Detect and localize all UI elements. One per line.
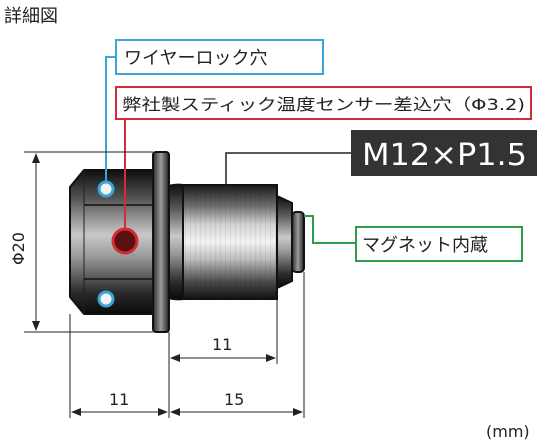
sensor-label: 弊社製スティック温度センサー差込穴（Φ3.2) [122, 95, 525, 114]
thread-spec-label: M12×P1.5 [362, 138, 527, 173]
thread-length-dimension [170, 354, 276, 362]
extension-lines [69, 272, 305, 418]
bolt-tip [276, 194, 293, 290]
magnet [291, 211, 305, 273]
thread-spec-leader [225, 152, 351, 185]
wire-lock-callout: ワイヤーロック穴 [115, 39, 324, 75]
sensor-hole [111, 227, 139, 255]
drain-bolt [69, 151, 305, 333]
head-length-label: 11 [109, 390, 129, 409]
wire-lock-leader [105, 56, 116, 182]
wire-lock-hole-bottom [97, 290, 115, 308]
sensor-callout: 弊社製スティック温度センサー差込穴（Φ3.2) [115, 86, 532, 120]
unit-label: (mm) [486, 422, 530, 441]
total-thread-label: 15 [224, 390, 244, 409]
magnet-leader [304, 215, 356, 244]
wire-lock-label: ワイヤーロック穴 [124, 48, 267, 69]
diameter-label: Φ20 [9, 232, 28, 265]
magnet-label: マグネット内蔵 [362, 235, 488, 256]
thread-spec-callout: M12×P1.5 [351, 130, 537, 176]
total-thread-dimension [170, 408, 303, 416]
bolt-flange [152, 151, 170, 333]
page-title: 詳細図 [4, 6, 58, 27]
diameter-dimension [24, 151, 153, 333]
magnet-callout: マグネット内蔵 [355, 226, 523, 262]
wire-lock-hole-top [97, 180, 115, 198]
bolt-neck [167, 183, 184, 301]
thread-length-label: 11 [212, 335, 232, 354]
head-length-dimension [71, 408, 168, 416]
